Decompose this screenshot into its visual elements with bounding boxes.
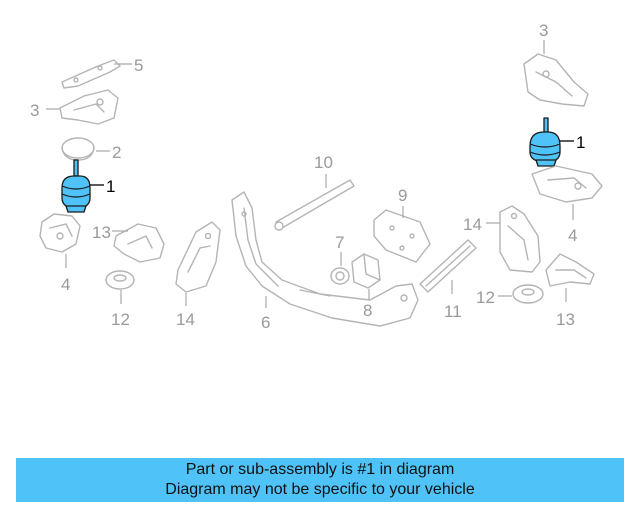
- part-9-plate: 9: [373, 186, 431, 263]
- label-4-right: 4: [568, 226, 577, 245]
- part-8-block: 8: [351, 253, 381, 320]
- label-11: 11: [444, 302, 462, 321]
- part-2-cap: 2: [61, 137, 121, 162]
- label-12-left: 12: [111, 310, 130, 329]
- label-3-left: 3: [30, 101, 39, 120]
- banner-line-2: Diagram may not be specific to your vehi…: [165, 481, 475, 498]
- label-13-right: 13: [556, 310, 575, 329]
- part-14-left-bracket: 14: [175, 221, 221, 329]
- label-9: 9: [398, 186, 407, 205]
- part-13-right-bracket: 13: [545, 253, 595, 329]
- label-8: 8: [363, 301, 372, 320]
- part-4-left-bracket: 4: [39, 213, 81, 294]
- banner-line-1: Part or sub-assembly is #1 in diagram: [185, 461, 455, 478]
- part-3-left-bracket: 3: [30, 89, 119, 125]
- info-banner: Part or sub-assembly is #1 in diagram Di…: [16, 458, 624, 502]
- part-1-left-mount: 1: [61, 159, 115, 213]
- label-4-left: 4: [61, 275, 70, 294]
- part-13-left-bracket: 13: [92, 223, 165, 263]
- label-7: 7: [335, 233, 344, 252]
- part-4-right-bracket: 4: [531, 165, 603, 245]
- label-14-right: 14: [463, 215, 482, 234]
- label-1-left: 1: [106, 177, 115, 196]
- part-3-right-bracket: 3: [523, 21, 589, 107]
- part-11-bar: 11: [419, 239, 477, 321]
- part-12-left-pad: 12: [105, 270, 135, 329]
- label-2: 2: [112, 143, 121, 162]
- label-3-right: 3: [539, 21, 548, 40]
- part-10-rod: 10: [274, 153, 355, 231]
- label-5: 5: [134, 56, 143, 75]
- label-14-left: 14: [176, 310, 195, 329]
- label-13-left: 13: [92, 223, 111, 242]
- part-7-bushing: 7: [330, 233, 350, 285]
- part-1-right-mount: 1: [529, 117, 585, 167]
- label-12-right: 12: [476, 288, 495, 307]
- part-5-bracket: 5: [61, 56, 143, 89]
- label-10: 10: [314, 153, 333, 172]
- label-6: 6: [261, 313, 270, 332]
- part-14-right-bracket: 14: [463, 205, 541, 273]
- parts-diagram: 5 3 2 1 4 13: [30, 21, 603, 332]
- part-6-crossmember: 6: [231, 191, 419, 332]
- label-1-right: 1: [576, 133, 585, 152]
- part-12-right-pad: 12: [476, 284, 544, 307]
